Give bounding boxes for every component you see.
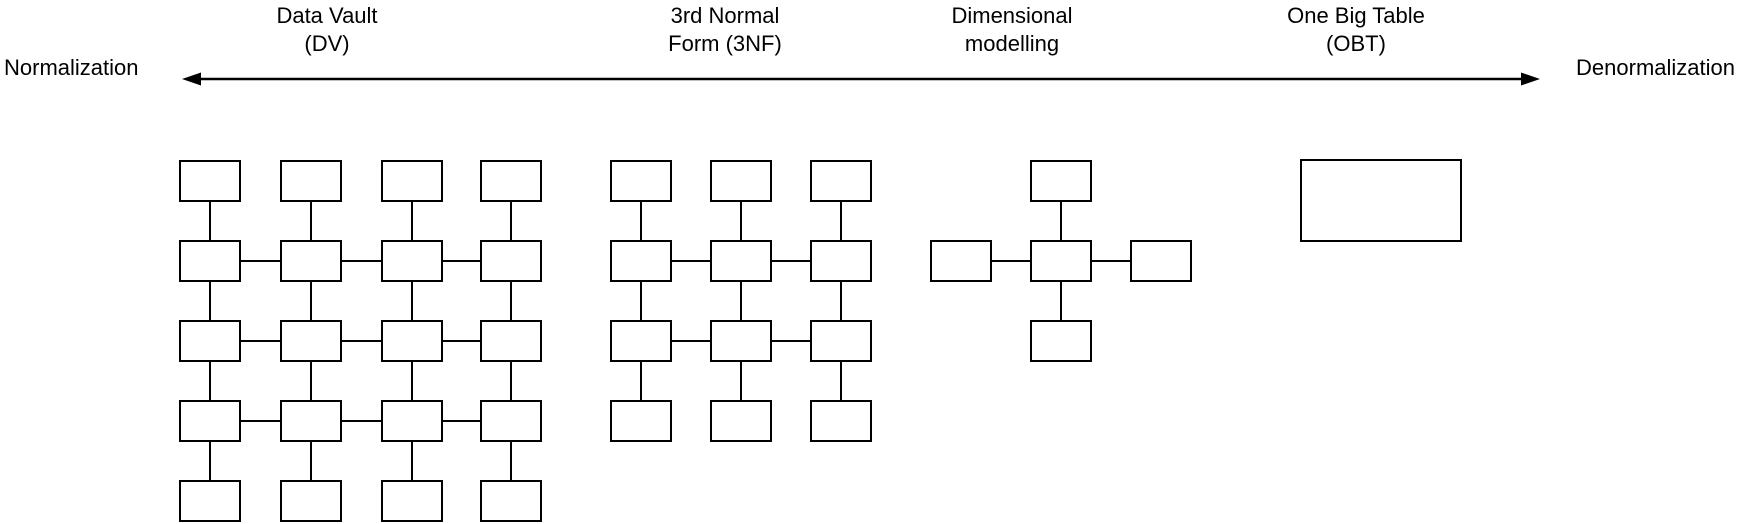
dimensional-model-table-box xyxy=(1030,240,1092,282)
category-label-line2: modelling xyxy=(964,31,1060,56)
3nf-model-table-box xyxy=(710,240,772,282)
data-vault-model-table-box xyxy=(280,320,342,362)
data-vault-model-table-box xyxy=(280,240,342,282)
data-vault-model-table-box xyxy=(280,480,342,522)
3nf-model-table-box xyxy=(610,320,672,362)
data-vault-model-table-box xyxy=(480,320,542,362)
dimensional-model-table-box xyxy=(1030,320,1092,362)
data-vault-model-table-box xyxy=(381,160,443,202)
category-label-line1: One Big Table xyxy=(1287,3,1425,28)
data-vault-model-table-box xyxy=(179,400,241,442)
category-label-line2: Form (3NF) xyxy=(668,31,782,56)
data-vault-model-table-box xyxy=(280,400,342,442)
category-label-line2: (OBT) xyxy=(1326,31,1386,56)
data-vault-model-table-box xyxy=(179,160,241,202)
data-vault-model-table-box xyxy=(480,400,542,442)
category-label-data-vault: Data Vault (DV) xyxy=(276,2,377,58)
data-vault-model-table-box xyxy=(480,480,542,522)
dimensional-model-table-box xyxy=(1130,240,1192,282)
dimensional-model-table-box xyxy=(1030,160,1092,202)
category-label-line2: (DV) xyxy=(304,31,350,56)
data-vault-model-table-box xyxy=(179,320,241,362)
data-vault-model-table-box xyxy=(179,240,241,282)
data-vault-model-table-box xyxy=(381,400,443,442)
denormalization-label: Denormalization xyxy=(1576,55,1735,80)
3nf-model-table-box xyxy=(810,320,872,362)
obt-model-table-box xyxy=(1300,159,1462,242)
3nf-model-table-box xyxy=(810,400,872,442)
category-label-line1: Data Vault xyxy=(276,3,378,28)
data-vault-model-table-box xyxy=(179,480,241,522)
3nf-model-table-box xyxy=(810,240,872,282)
3nf-model-table-box xyxy=(810,160,872,202)
data-vault-model-table-box xyxy=(381,240,443,282)
3nf-model-table-box xyxy=(710,160,772,202)
3nf-model-table-box xyxy=(610,400,672,442)
category-label-line1: 3rd Normal xyxy=(670,3,780,28)
data-vault-model-table-box xyxy=(381,320,443,362)
data-vault-model-table-box xyxy=(480,240,542,282)
category-label-3nf: 3rd Normal Form (3NF) xyxy=(668,2,782,58)
normalization-label: Normalization xyxy=(4,55,139,80)
3nf-model-table-box xyxy=(710,320,772,362)
category-label-dimensional: Dimensional modelling xyxy=(951,2,1072,58)
data-vault-model-table-box xyxy=(480,160,542,202)
dimensional-model-table-box xyxy=(930,240,992,282)
3nf-model-table-box xyxy=(610,240,672,282)
3nf-model-table-box xyxy=(710,400,772,442)
spectrum-arrowhead-left xyxy=(182,72,201,86)
data-vault-model-table-box xyxy=(381,480,443,522)
category-label-line1: Dimensional xyxy=(951,3,1073,28)
data-vault-model-table-box xyxy=(280,160,342,202)
spectrum-arrowhead-right xyxy=(1521,72,1540,86)
3nf-model-table-box xyxy=(610,160,672,202)
category-label-obt: One Big Table (OBT) xyxy=(1287,2,1425,58)
